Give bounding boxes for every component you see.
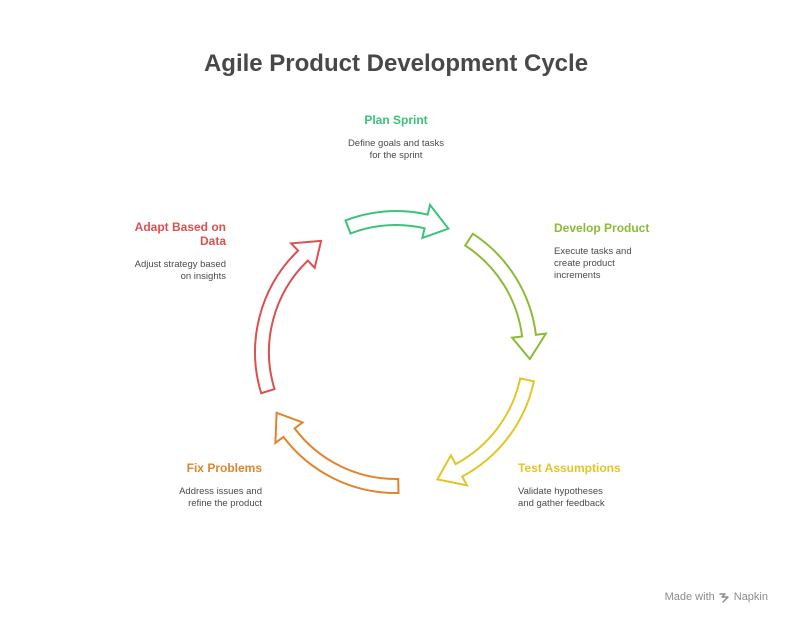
step-label: Fix Problems	[186, 461, 262, 475]
step-label: Plan Sprint	[364, 113, 428, 127]
footer-attribution: Made with Napkin	[665, 591, 768, 603]
napkin-logo-icon	[719, 592, 729, 603]
step-label: Adapt Based on Data	[134, 220, 226, 248]
step-label: Test Assumptions	[518, 461, 621, 475]
arrow-develop-product	[463, 232, 548, 361]
arrow-test-assumptions	[435, 377, 536, 487]
footer-made-with: Made with	[664, 591, 715, 603]
step-adapt-based-on-data: Adapt Based on Data Adjust strategy base…	[76, 220, 226, 283]
step-label: Develop Product	[554, 221, 650, 235]
step-description: Validate hypotheses and gather feedback	[518, 486, 605, 509]
arrow-plan-sprint	[344, 202, 451, 240]
step-description: Adjust strategy based on insights	[134, 259, 226, 282]
arrow-fix-problems	[274, 411, 400, 495]
step-develop-product: Develop Product Execute tasks and create…	[554, 221, 704, 282]
step-fix-problems: Fix Problems Address issues and refine t…	[112, 461, 262, 510]
step-plan-sprint: Plan Sprint Define goals and tasks for t…	[321, 113, 471, 162]
step-test-assumptions: Test Assumptions Validate hypotheses and…	[518, 461, 668, 510]
diagram-title: Agile Product Development Cycle	[203, 50, 589, 77]
step-description: Address issues and refine the product	[179, 486, 262, 509]
step-description: Define goals and tasks for the sprint	[347, 138, 445, 161]
arrow-adapt-based-on-data	[254, 239, 323, 395]
footer-brand: Napkin	[733, 591, 768, 603]
step-description: Execute tasks and create product increme…	[554, 246, 632, 281]
